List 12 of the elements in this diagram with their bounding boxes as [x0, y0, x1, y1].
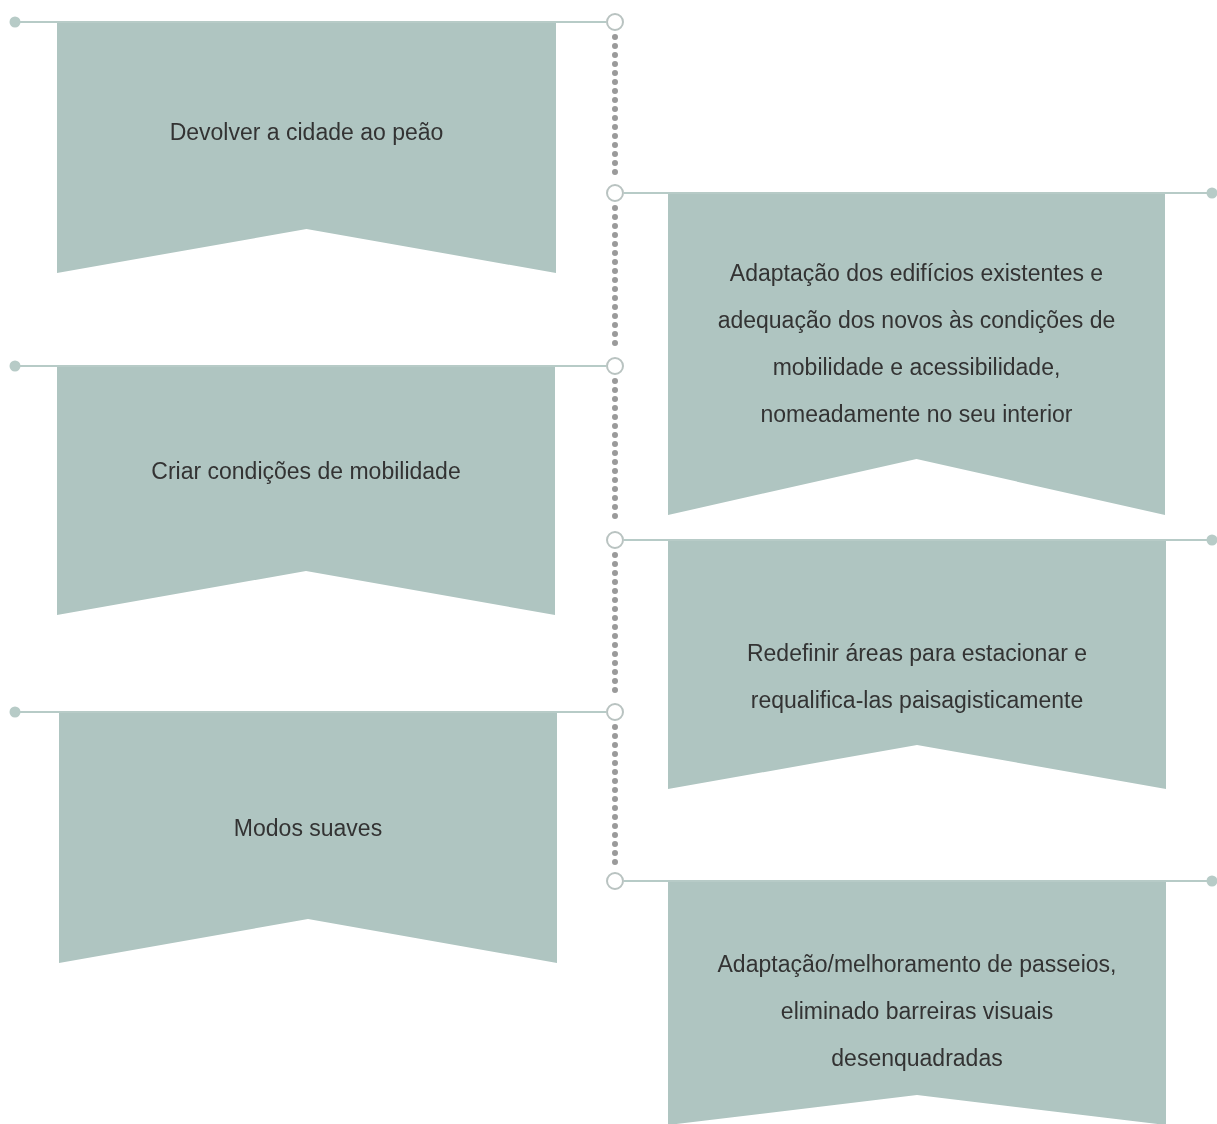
- banner: [668, 194, 1165, 515]
- banner: [57, 367, 555, 615]
- banner-text: Modos suaves: [233, 813, 383, 843]
- banner: [57, 23, 556, 273]
- banner-text: Redefinir áreas para estacionar e requalifica-las paisagisticamente: [745, 639, 1089, 715]
- banner-text: Adaptação/melhoramento de passeios, eliminado barreiras visuais desenquadradas: [716, 949, 1118, 1073]
- banner-text: Adaptação dos edifícios existentes e adequação dos novos às condições de mobilidade e acessibilidade, nomeadamente no seu interior: [716, 259, 1117, 429]
- banner: [668, 541, 1166, 789]
- banner-text: Devolver a cidade ao peão: [169, 117, 444, 147]
- banner: [59, 713, 557, 963]
- banner: [668, 882, 1166, 1124]
- banner-text: Criar condições de mobilidade: [151, 456, 461, 486]
